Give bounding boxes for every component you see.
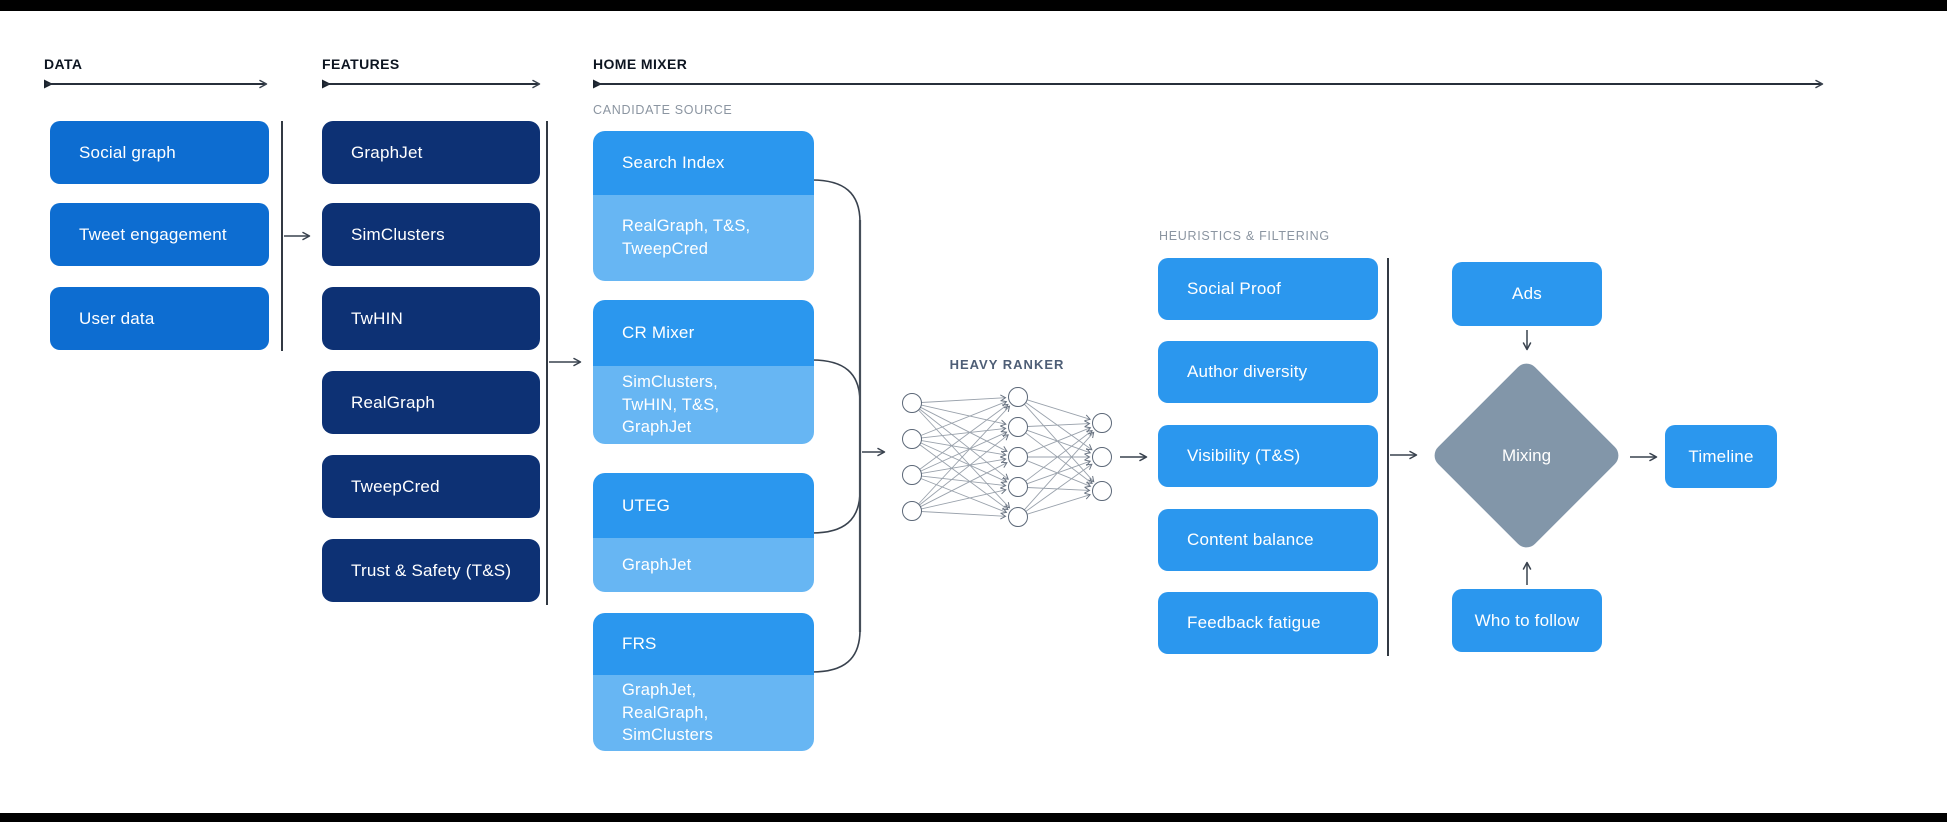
box-author-diversity: Author diversity bbox=[1158, 341, 1378, 403]
candidate-components-frs: GraphJet, RealGraph, SimClusters bbox=[593, 675, 814, 751]
curve-uteg bbox=[811, 490, 861, 534]
box-who-to-follow: Who to follow bbox=[1452, 589, 1602, 652]
candidate-components-search-index: RealGraph, T&S, TweepCred bbox=[593, 195, 814, 281]
ranker-node-l3-1 bbox=[1092, 413, 1112, 433]
home-mixer-header-rule bbox=[593, 79, 1824, 89]
ranker-node-l3-3 bbox=[1092, 481, 1112, 501]
ranker-node-l2-3 bbox=[1008, 447, 1028, 467]
candidate-components-uteg: GraphJet bbox=[593, 538, 814, 592]
box-feedback-fatigue: Feedback fatigue bbox=[1158, 592, 1378, 654]
curve-search-index bbox=[811, 179, 861, 223]
bottom-black-bar bbox=[0, 813, 1947, 822]
box-user-data: User data bbox=[50, 287, 269, 350]
data-section-header: DATA bbox=[44, 56, 83, 72]
ranker-node-l1-4 bbox=[902, 501, 922, 521]
mixing-diamond-label: Mixing bbox=[1501, 445, 1552, 465]
candidate-title-search-index: Search Index bbox=[593, 131, 814, 195]
box-visibility-t-s: Visibility (T&S) bbox=[1158, 425, 1378, 487]
ranker-node-l2-1 bbox=[1008, 387, 1028, 407]
candidate-components-cr-mixer: SimClusters, TwHIN, T&S, GraphJet bbox=[593, 366, 814, 444]
box-twhin: TwHIN bbox=[322, 287, 540, 350]
box-social-graph: Social graph bbox=[50, 121, 269, 184]
box-graphjet: GraphJet bbox=[322, 121, 540, 184]
features-header-rule bbox=[322, 79, 541, 89]
candidate-title-cr-mixer: CR Mixer bbox=[593, 300, 814, 366]
home-mixer-section-header: HOME MIXER bbox=[593, 56, 688, 72]
features-section-header: FEATURES bbox=[322, 56, 400, 72]
box-ads: Ads bbox=[1452, 262, 1602, 326]
ranker-node-l2-2 bbox=[1008, 417, 1028, 437]
curve-cr-mixer bbox=[811, 359, 861, 403]
box-trust-safety-t-s: Trust & Safety (T&S) bbox=[322, 539, 540, 602]
ranker-node-l1-1 bbox=[902, 393, 922, 413]
candidate-title-frs: FRS bbox=[593, 613, 814, 675]
box-realgraph: RealGraph bbox=[322, 371, 540, 434]
ranker-node-l3-2 bbox=[1092, 447, 1112, 467]
ranker-node-l1-3 bbox=[902, 465, 922, 485]
box-content-balance: Content balance bbox=[1158, 509, 1378, 571]
heavy-ranker-label: HEAVY RANKER bbox=[949, 357, 1065, 372]
heuristics-filtering-label: HEURISTICS & FILTERING bbox=[1159, 229, 1330, 243]
curve-frs bbox=[811, 629, 861, 673]
box-tweet-engagement: Tweet engagement bbox=[50, 203, 269, 266]
box-social-proof: Social Proof bbox=[1158, 258, 1378, 320]
data-header-rule bbox=[44, 79, 268, 89]
heavy-ranker-network bbox=[902, 387, 1112, 527]
candidate-title-uteg: UTEG bbox=[593, 473, 814, 538]
box-simclusters: SimClusters bbox=[322, 203, 540, 266]
top-black-bar bbox=[0, 0, 1947, 11]
ranker-node-l1-2 bbox=[902, 429, 922, 449]
box-timeline: Timeline bbox=[1665, 425, 1777, 488]
ranker-node-l2-4 bbox=[1008, 477, 1028, 497]
box-tweepcred: TweepCred bbox=[322, 455, 540, 518]
ranker-node-l2-5 bbox=[1008, 507, 1028, 527]
candidate-source-label: CANDIDATE SOURCE bbox=[593, 103, 733, 117]
